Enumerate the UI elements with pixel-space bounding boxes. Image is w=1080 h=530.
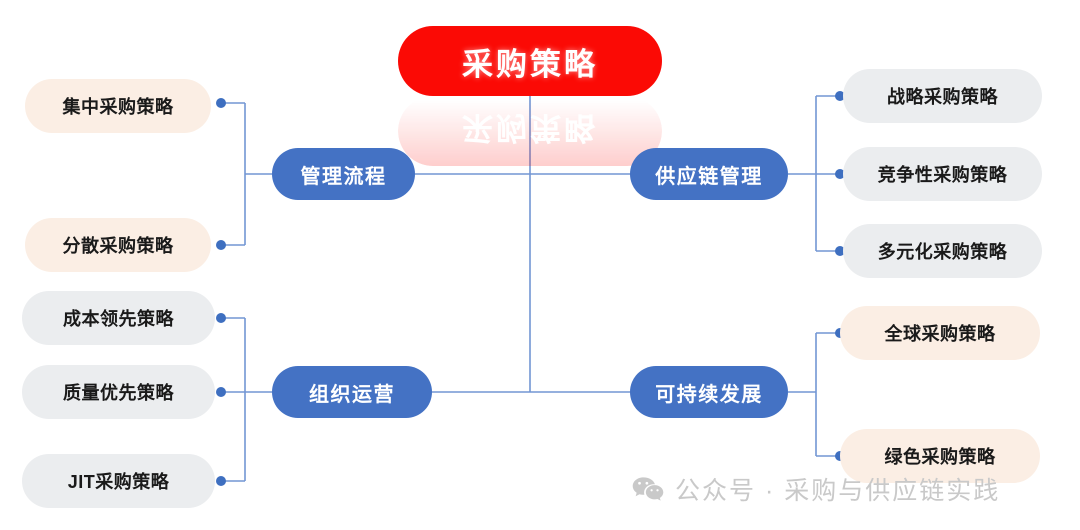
connector-dots: [216, 91, 845, 486]
leaf-node-label: 战略采购策略: [887, 87, 998, 107]
leaf-node-jit-procurement[interactable]: JIT采购策略: [22, 454, 215, 508]
connector-dot: [216, 313, 226, 323]
leaf-node-competitive-procurement[interactable]: 竞争性采购策略: [843, 147, 1042, 201]
leaf-node-label: 多元化采购策略: [877, 242, 1008, 262]
leaf-node-diversified-procurement[interactable]: 多元化采购策略: [843, 224, 1042, 278]
wechat-icon: [632, 477, 664, 501]
root-node-procurement-strategy[interactable]: 采购策略: [398, 26, 662, 96]
leaf-node-label: 绿色采购策略: [884, 447, 996, 467]
branch-node-supply-chain-management[interactable]: 供应链管理: [630, 148, 788, 200]
leaf-node-label: JIT采购策略: [67, 472, 170, 492]
branch-node-label: 供应链管理: [655, 165, 763, 188]
branch-node-label: 管理流程: [300, 165, 387, 188]
leaf-node-strategic-procurement[interactable]: 战略采购策略: [843, 69, 1042, 123]
connector-dot: [216, 98, 226, 108]
watermark: 公众号 · 采购与供应链实践: [632, 471, 1000, 507]
root-node-label: 采购策略: [462, 46, 598, 82]
leaf-node-label: 集中采购策略: [62, 97, 174, 117]
connector-dot: [216, 240, 226, 250]
branch-node-sustainable-development[interactable]: 可持续发展: [630, 366, 788, 418]
leaf-node-label: 分散采购策略: [62, 236, 174, 256]
branch-node-label: 组织运营: [309, 383, 395, 406]
leaf-node-label: 竞争性采购策略: [877, 165, 1008, 185]
leaf-node-cost-leadership[interactable]: 成本领先策略: [22, 291, 215, 345]
branch-node-label: 可持续发展: [655, 383, 763, 406]
leaf-node-centralized-procurement[interactable]: 集中采购策略: [25, 79, 211, 133]
leaf-node-label: 质量优先策略: [63, 383, 174, 403]
leaf-node-label: 成本领先策略: [63, 309, 174, 329]
watermark-text: 公众号 · 采购与供应链实践: [675, 477, 1001, 505]
leaf-node-green-procurement[interactable]: 绿色采购策略: [840, 429, 1040, 483]
connector-dot: [216, 476, 226, 486]
leaf-node-quality-first[interactable]: 质量优先策略: [22, 365, 215, 419]
leaf-node-global-procurement[interactable]: 全球采购策略: [840, 306, 1040, 360]
branch-node-organizational-operations[interactable]: 组织运营: [272, 366, 432, 418]
leaf-node-decentralized-procurement[interactable]: 分散采购策略: [25, 218, 211, 272]
connector-dot: [216, 387, 226, 397]
branch-node-management-process[interactable]: 管理流程: [272, 148, 415, 200]
connector-dot: [835, 246, 845, 256]
leaf-node-label: 全球采购策略: [884, 324, 996, 344]
connector-dot: [835, 91, 845, 101]
connector-dot: [835, 169, 845, 179]
